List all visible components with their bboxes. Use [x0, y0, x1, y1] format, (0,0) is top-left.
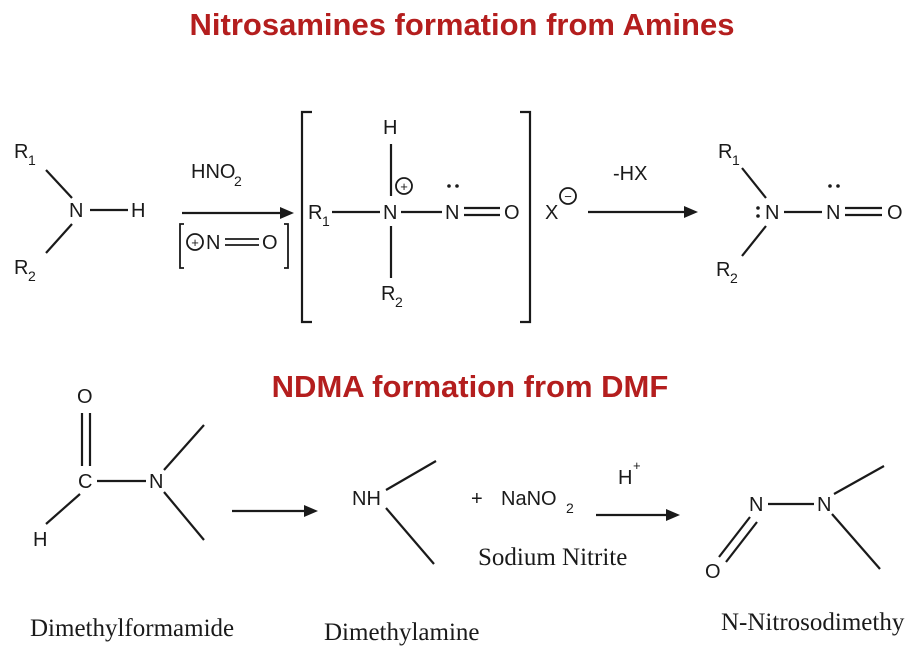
product-r1: R	[718, 141, 732, 163]
dmf-h: H	[33, 529, 47, 551]
dmf-structure: O C N H	[33, 386, 205, 551]
dma-structure: NH	[352, 460, 437, 565]
plus-sign: +	[471, 488, 483, 510]
nitrosation-step: HNO 2 + N O	[179, 161, 294, 269]
nitrosamine-product: R 1 N N O R 2	[716, 141, 903, 286]
counter-ion: X	[545, 202, 558, 224]
product-o: O	[887, 202, 903, 224]
arrowhead	[304, 505, 318, 517]
bond	[385, 460, 437, 491]
amine-r2-sub: 2	[28, 268, 36, 284]
positive-charge-icon	[186, 233, 204, 251]
bond	[833, 465, 885, 495]
bond	[163, 424, 205, 471]
ndma-n2: N	[817, 494, 831, 516]
bond	[831, 513, 881, 570]
bond	[741, 225, 767, 257]
dma-nh: NH	[352, 488, 381, 510]
elimination-step: -HX	[588, 163, 698, 218]
amine-n: N	[69, 200, 83, 222]
amine-r1-sub: 1	[28, 152, 36, 168]
positive-charge-icon	[395, 177, 413, 195]
nitrite-formula-sub: 2	[566, 500, 574, 516]
bond	[163, 491, 205, 541]
bond	[725, 521, 758, 563]
intermediate-n: N	[383, 202, 397, 224]
lone-pair-icon	[836, 184, 840, 188]
amine-r1: R	[14, 141, 28, 163]
lone-pair-icon	[756, 214, 760, 218]
product-r2-sub: 2	[730, 270, 738, 286]
bond	[45, 493, 81, 525]
amine-r2: R	[14, 257, 28, 279]
dmf-o: O	[77, 386, 93, 408]
ndma-o: O	[705, 561, 721, 583]
arrowhead	[280, 207, 294, 219]
bond	[45, 169, 73, 199]
intermediate-r2-sub: 2	[395, 294, 403, 310]
lone-pair-icon	[447, 184, 451, 188]
arrowhead	[684, 206, 698, 218]
intermediate-r1-sub: 1	[322, 213, 330, 229]
bond	[718, 516, 751, 558]
acid-charge: +	[633, 458, 641, 473]
counter-charge-label: −	[564, 189, 572, 204]
product-n2: N	[826, 202, 840, 224]
bond	[45, 223, 73, 254]
bracket-left	[300, 110, 312, 324]
bond	[385, 507, 435, 565]
elimination-label: -HX	[613, 163, 647, 185]
lone-pair-icon	[828, 184, 832, 188]
product-n: N	[765, 202, 779, 224]
section1-title: Nitrosamines formation from Amines	[190, 7, 735, 42]
secondary-amine: R 1 N H R 2	[14, 141, 145, 284]
charge-label: +	[400, 179, 408, 194]
bracket-left	[179, 223, 184, 269]
intermediate-n2: N	[445, 202, 459, 224]
intermediate-r2: R	[381, 283, 395, 305]
dmf-n: N	[149, 471, 163, 493]
intermediate-o: O	[504, 202, 520, 224]
intermediate-h: H	[383, 117, 397, 139]
product-r2: R	[716, 259, 730, 281]
reagent-n: N	[206, 232, 220, 254]
nitrosammonium-intermediate: H R 1 N + N O R 2 X −	[300, 110, 577, 324]
bracket-right	[284, 223, 289, 269]
bracket-right	[520, 110, 532, 324]
acid-label: H	[618, 467, 632, 489]
amine-h: H	[131, 200, 145, 222]
nitrite-formula: NaNO	[501, 488, 557, 510]
lone-pair-icon	[756, 206, 760, 210]
dmf-name: Dimethylformamide	[30, 615, 234, 642]
dma-name: Dimethylamine	[324, 619, 480, 646]
ndma-structure: N N O	[705, 465, 885, 583]
dmf-c: C	[78, 471, 92, 493]
intermediate-r1: R	[308, 202, 322, 224]
lone-pair-icon	[455, 184, 459, 188]
charge-label: +	[191, 235, 199, 250]
reagent-hno: HNO	[191, 161, 235, 183]
negative-charge-icon	[559, 187, 577, 205]
nitrite-name: Sodium Nitrite	[478, 544, 627, 571]
ndma-n: N	[749, 494, 763, 516]
ndma-name: N-Nitrosodimethy	[721, 609, 905, 636]
reagent-o: O	[262, 232, 278, 254]
reagent-hno-sub: 2	[234, 173, 242, 189]
section2-title: NDMA formation from DMF	[272, 369, 669, 404]
arrowhead	[666, 509, 680, 521]
product-r1-sub: 1	[732, 152, 740, 168]
bond	[741, 167, 767, 199]
